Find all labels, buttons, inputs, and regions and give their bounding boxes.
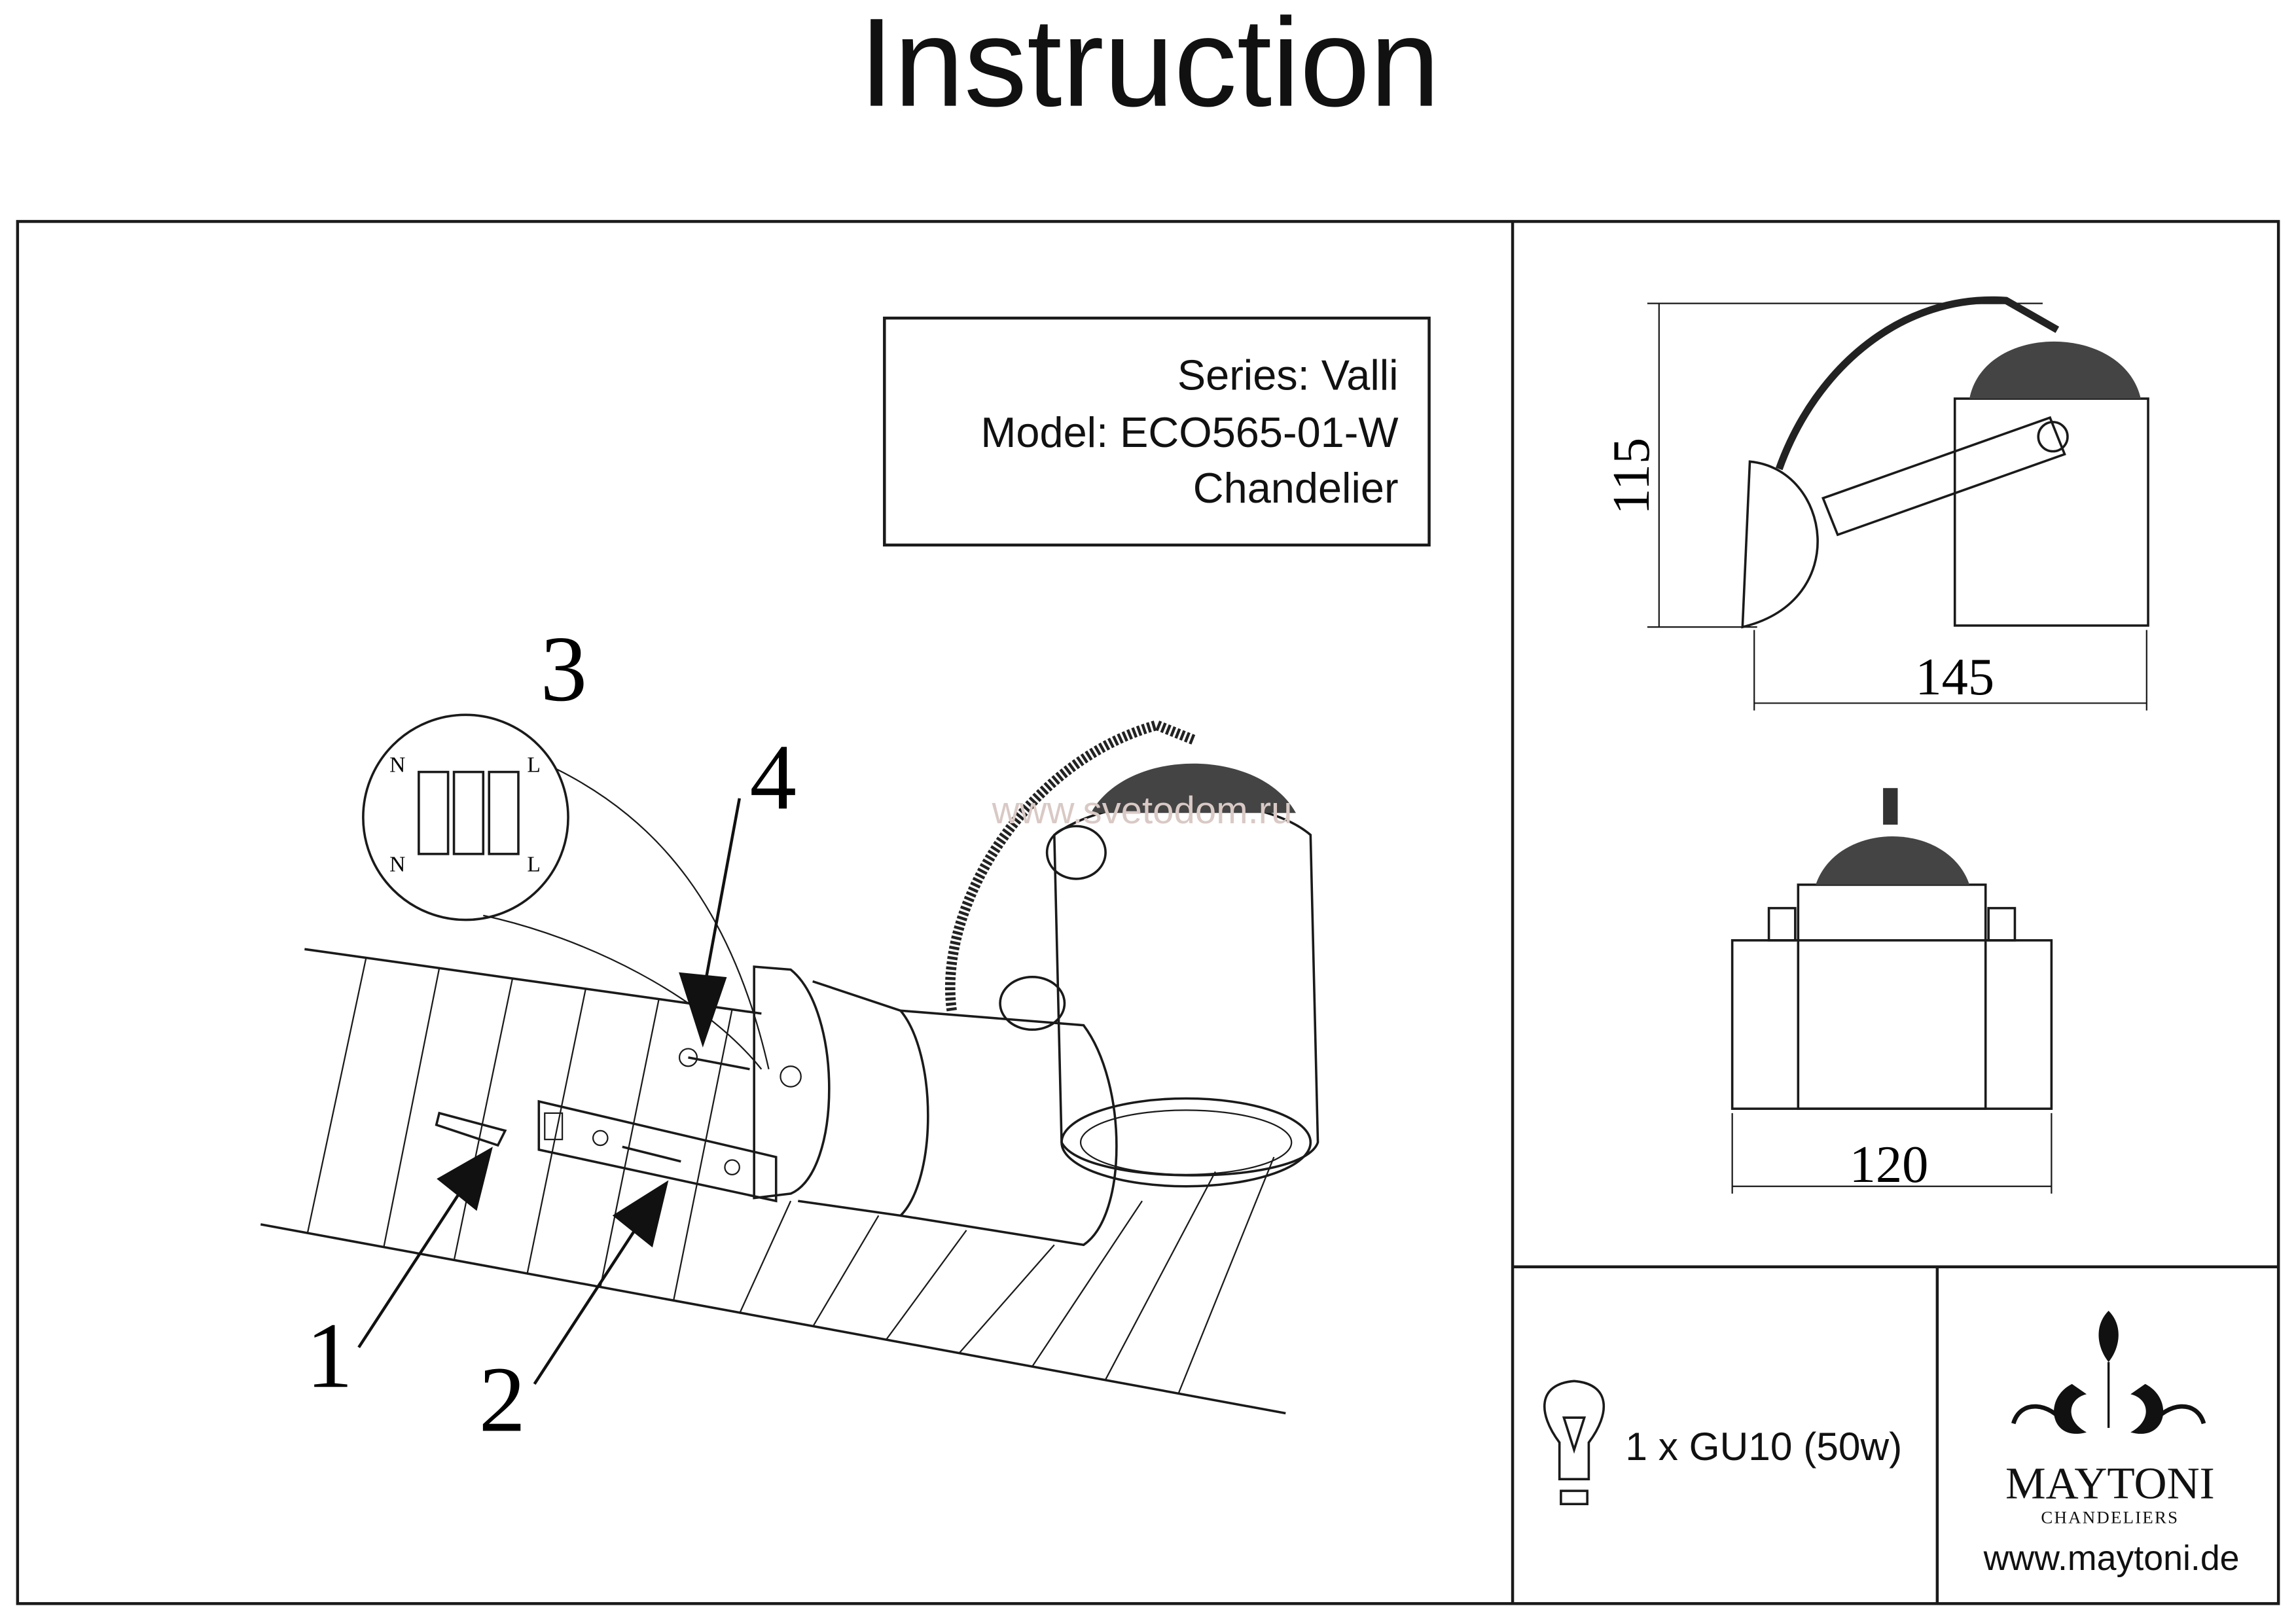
terminal-l-bottom: L: [527, 853, 541, 877]
maytoni-logo-ornament: [2011, 1310, 2206, 1434]
step-2-label: 2: [479, 1347, 526, 1451]
step-4-label: 4: [749, 725, 797, 829]
light-bulb-icon: [1543, 1380, 1605, 1506]
info-box: Series: Valli Model: ECO565-01-W Chandel…: [883, 316, 1431, 547]
step-3-label: 3: [541, 616, 588, 721]
lamp-assembly-drawing: [435, 719, 1319, 1247]
front-view-drawing: [1731, 788, 2053, 1194]
step-arrows: [357, 798, 742, 1385]
brand-subtitle: CHANDELIERS: [2041, 1507, 2179, 1527]
type-label: Chandelier: [1193, 464, 1399, 512]
model-label: Model: ECO565-01-W: [980, 408, 1399, 456]
side-view-drawing: [1647, 296, 2149, 711]
watermark: www.svetodom.ru: [992, 789, 1293, 832]
page-title: Instruction: [859, 0, 1440, 133]
width-dimension: 120: [1850, 1135, 1929, 1194]
frame: [16, 220, 2280, 1605]
terminal-n-top: N: [389, 753, 405, 777]
height-dimension: 115: [1602, 438, 1660, 515]
brand-name: MAYTONI: [2005, 1458, 2215, 1508]
depth-dimension: 145: [1915, 648, 1994, 706]
wall-drawing: [260, 948, 1286, 1415]
series-label: Series: Valli: [1177, 351, 1399, 399]
bulb-spec: 1 x GU10 (50w): [1625, 1424, 1902, 1469]
brand-website[interactable]: www.maytoni.de: [1983, 1539, 2240, 1578]
terminal-l-top: L: [527, 753, 541, 777]
terminal-n-bottom: N: [389, 853, 405, 877]
terminal-block-detail: N L N L: [362, 713, 770, 1070]
step-1-label: 1: [306, 1303, 353, 1407]
